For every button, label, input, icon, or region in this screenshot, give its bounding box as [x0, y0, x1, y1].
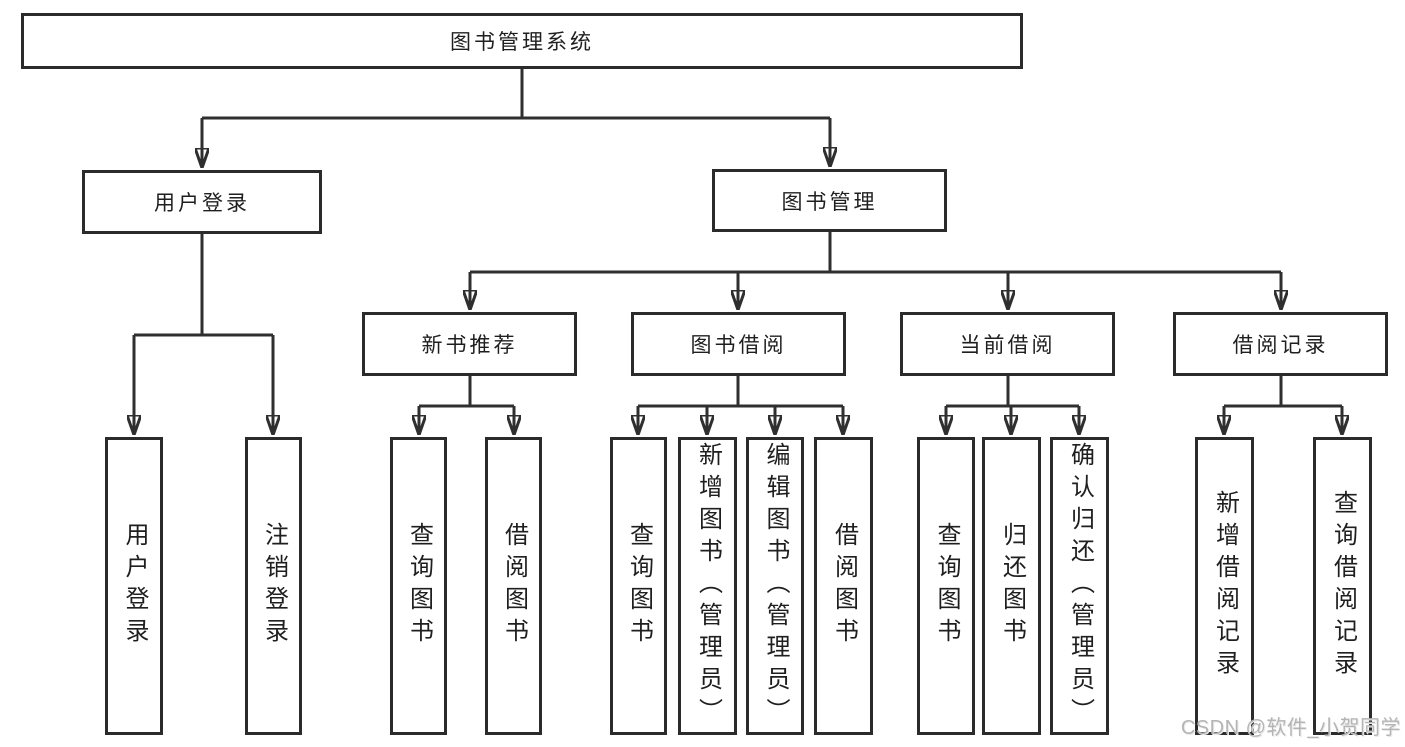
leaf-label: 新增借阅记录	[1211, 490, 1239, 682]
node-user-login: 用户登录	[82, 170, 322, 234]
connector-book-management	[470, 232, 1281, 309]
leaf-query-books-current: 查询图书	[917, 437, 975, 735]
csdn-watermark: CSDN @软件_小贺同学	[1180, 717, 1401, 739]
leaf-confirm-return-admin: 确认归还（管理员）	[1050, 437, 1109, 735]
connector-new-book-recommend	[419, 376, 514, 434]
node-book-management: 图书管理	[712, 169, 947, 232]
leaf-label: 确认归还（管理员）	[1066, 442, 1094, 730]
connector-root	[202, 69, 830, 167]
leaf-add-books-admin: 新增图书（管理员）	[678, 437, 737, 735]
leaf-return-books: 归还图书	[982, 437, 1041, 735]
leaf-edit-books-admin: 编辑图书（管理员）	[746, 437, 804, 735]
leaf-logout: 注销登录	[245, 437, 302, 735]
leaf-label: 注销登录	[260, 522, 288, 650]
node-current-borrow: 当前借阅	[900, 312, 1115, 376]
leaf-label: 借阅图书	[500, 522, 528, 650]
leaf-query-books-borrow: 查询图书	[610, 437, 667, 735]
leaf-borrow-books: 借阅图书	[814, 437, 873, 735]
node-borrow-record: 借阅记录	[1173, 312, 1388, 376]
node-book-borrow: 图书借阅	[631, 312, 846, 376]
leaf-label: 查询图书	[625, 522, 653, 650]
leaf-label: 查询借阅记录	[1329, 490, 1357, 682]
leaf-label: 编辑图书（管理员）	[762, 442, 789, 730]
leaf-label: 归还图书	[998, 522, 1026, 650]
leaf-label: 查询图书	[405, 522, 433, 650]
leaf-label: 查询图书	[933, 522, 960, 650]
node-new-book-recommend: 新书推荐	[362, 312, 577, 376]
leaf-query-books-recommend: 查询图书	[390, 437, 447, 735]
leaf-borrow-books-recommend: 借阅图书	[485, 437, 542, 735]
leaf-add-borrow-record: 新增借阅记录	[1195, 437, 1254, 735]
node-root-system: 图书管理系统	[21, 13, 1023, 69]
connector-book-borrow	[638, 376, 843, 434]
leaf-label: 新增图书（管理员）	[694, 442, 722, 730]
leaf-label: 用户登录	[121, 522, 148, 650]
connector-current-borrow	[946, 376, 1079, 434]
connector-borrow-record	[1224, 376, 1342, 434]
leaf-label: 借阅图书	[830, 522, 858, 650]
leaf-user-login: 用户登录	[105, 437, 163, 735]
connector-user-login	[134, 234, 273, 434]
leaf-query-borrow-record: 查询借阅记录	[1313, 437, 1372, 735]
